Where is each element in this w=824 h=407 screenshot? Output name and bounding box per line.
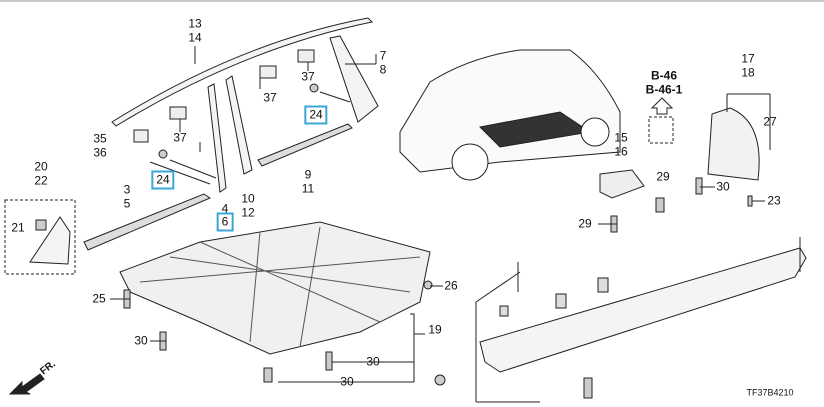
bracket-15-16 [599,169,645,199]
clip-37 [259,65,277,79]
callout-11: 11 [301,181,315,196]
clip [555,293,567,309]
mud-guard [707,107,760,181]
door-molding-front [83,193,212,251]
pillar-garnish-mid [225,75,253,175]
front-arrow-icon [8,373,45,395]
callout-25: 25 [92,291,106,306]
callout-30: 30 [134,333,148,348]
callout-37: 37 [173,130,187,145]
clip [499,305,509,317]
callout-35: 35 [93,131,107,146]
reference-b46-1[interactable]: B-46-1 [645,82,683,97]
clip-35-36 [133,129,149,143]
callout-30: 30 [366,354,380,369]
callout-37: 37 [263,90,277,105]
clip-21 [35,219,47,231]
callout-7: 7 [379,48,387,63]
callout-26: 26 [444,278,458,293]
side-sill-garnish [479,247,807,373]
callout-3: 3 [123,182,131,197]
callout-10: 10 [241,191,255,206]
callout-37: 37 [301,69,315,84]
callout-36: 36 [93,145,107,160]
reference-b46[interactable]: B-46 [650,68,678,83]
callout-8: 8 [379,62,387,77]
car-illustration [399,49,621,173]
clip-24 [309,83,319,93]
callout-17: 17 [741,51,755,66]
callout-19: 19 [428,322,442,337]
callout-27: 27 [763,114,777,129]
clip [597,277,609,293]
roof-molding [111,17,374,127]
callout-23: 23 [767,193,781,208]
callout-21: 21 [11,220,25,235]
callout-30: 30 [340,374,354,389]
door-molding-rear [257,123,353,167]
clip-37 [169,106,187,120]
callout-18: 18 [741,65,755,80]
callout-24-highlighted[interactable]: 24 [151,170,175,190]
callout-29: 29 [656,169,670,184]
diagram-code: TF37B4210 [746,387,794,398]
callout-24-highlighted[interactable]: 24 [304,105,328,125]
callout-29: 29 [578,216,592,231]
callout-12: 12 [241,205,255,220]
callout-22: 22 [34,173,48,188]
callout-30: 30 [716,179,730,194]
callout-13: 13 [188,16,202,31]
quarter-garnish [29,216,71,265]
pillar-garnish-rear [329,35,379,123]
up-arrow [650,97,674,115]
callout-5: 5 [123,196,131,211]
clip-24 [158,149,168,159]
part-group-box [4,199,76,275]
callout-16: 16 [614,144,628,159]
pillar-garnish-front [207,83,227,193]
callout-4: 4 [221,201,229,216]
clip-37 [297,49,315,63]
callout-14: 14 [188,30,202,45]
reference-box [648,116,674,144]
callout-20: 20 [34,159,48,174]
callout-9: 9 [304,167,312,182]
callout-6-highlighted[interactable]: 6 [216,212,234,232]
callout-15: 15 [614,130,628,145]
